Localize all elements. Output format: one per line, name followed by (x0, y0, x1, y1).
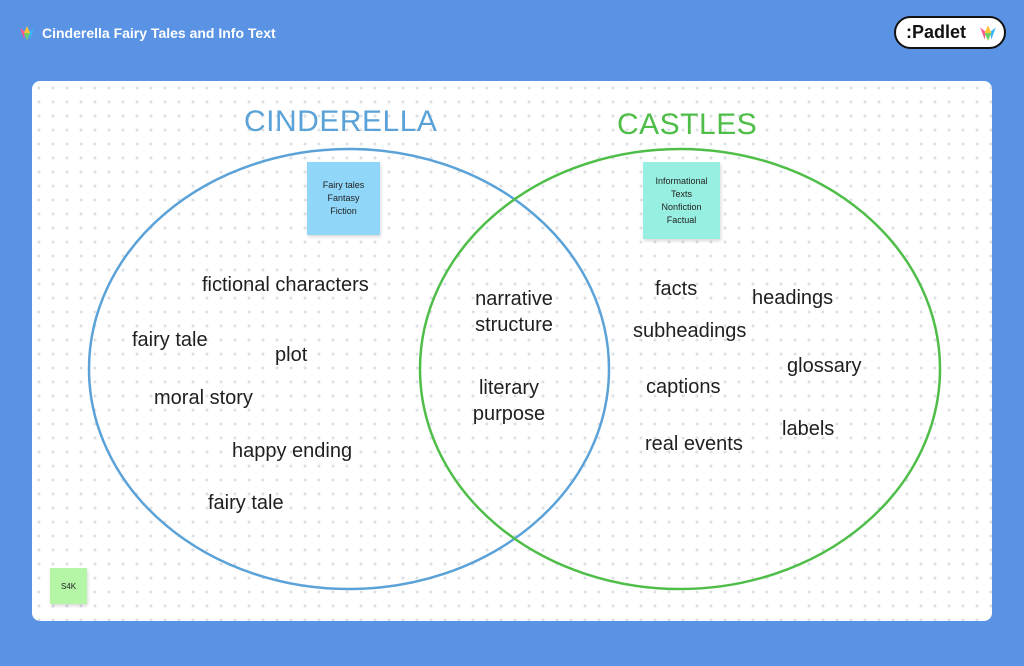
venn-diagram (87, 147, 942, 591)
cinderella-circle (87, 147, 611, 591)
word-subheadings[interactable]: subheadings (633, 320, 747, 342)
word-narrative-structure[interactable]: narrative structure (464, 286, 564, 338)
brand-label: :Padlet (906, 22, 967, 42)
page-title[interactable]: Cinderella Fairy Tales and Info Text (42, 25, 276, 41)
sticky-line: Fairy tales (322, 180, 365, 190)
venn-board: CINDERELLA CASTLES Fairy tales Fantasy F… (32, 81, 992, 621)
sticky-note-corner[interactable]: S4K (50, 568, 87, 604)
cinderella-heading: CINDERELLA (244, 105, 438, 138)
sticky-note-fiction[interactable]: Fairy tales Fantasy Fiction (307, 162, 380, 235)
padlet-brand-button[interactable]: :Padlet (894, 16, 1006, 49)
word-real-events[interactable]: real events (645, 433, 743, 455)
sticky-note-informational[interactable]: Informational Texts Nonfiction Factual (643, 162, 720, 239)
sticky-line: Fantasy (327, 193, 360, 203)
word-line: literary (478, 377, 539, 399)
castles-heading: CASTLES (617, 108, 758, 141)
word-literary-purpose[interactable]: literary purpose (459, 375, 559, 427)
word-labels[interactable]: labels (782, 418, 835, 440)
word-plot[interactable]: plot (275, 344, 308, 366)
word-line: narrative (475, 288, 553, 310)
top-bar: Cinderella Fairy Tales and Info Text :Pa… (0, 0, 1024, 68)
word-line: purpose (472, 403, 546, 425)
padlet-logo-icon (20, 26, 34, 40)
castles-circle (418, 147, 942, 591)
sticky-line: Informational (655, 175, 708, 186)
sticky-line: Factual (666, 214, 697, 225)
sticky-line: Nonfiction (661, 201, 702, 212)
word-line: structure (475, 314, 553, 336)
word-fairy-tale-2[interactable]: fairy tale (208, 492, 284, 514)
word-facts[interactable]: facts (655, 278, 698, 300)
padlet-brand-icon (980, 25, 996, 41)
sticky-line: Fiction (330, 206, 357, 216)
word-moral-story[interactable]: moral story (154, 387, 253, 409)
sticky-line: Texts (670, 188, 692, 199)
word-happy-ending[interactable]: happy ending (232, 440, 353, 462)
word-fairy-tale[interactable]: fairy tale (132, 329, 208, 351)
word-fictional-characters[interactable]: fictional characters (202, 274, 369, 296)
word-captions[interactable]: captions (646, 376, 721, 398)
word-glossary[interactable]: glossary (787, 355, 862, 377)
word-headings[interactable]: headings (752, 287, 834, 309)
